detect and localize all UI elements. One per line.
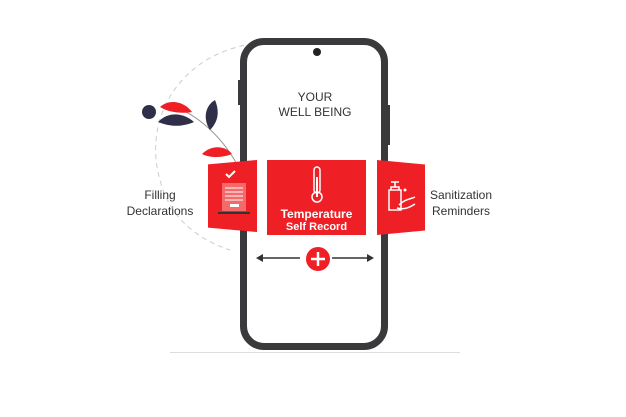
title-line2: WELL BEING [278, 105, 352, 119]
card-line1: Temperature [280, 207, 353, 221]
label-line2: Reminders [431, 204, 491, 218]
base-line [170, 352, 460, 353]
phone-side-button [238, 80, 241, 105]
sanitization-reminders-label: Sanitization Reminders [426, 187, 496, 219]
thermometer-icon [311, 166, 323, 203]
page-title: YOUR WELL BEING [265, 90, 365, 120]
sanitizer-hand-icon [388, 181, 416, 211]
temperature-self-record-card[interactable]: Temperature Self Record [267, 160, 366, 235]
arrow-right-icon[interactable] [332, 252, 376, 264]
phone-side-button [387, 105, 390, 145]
title-line1: YOUR [297, 90, 333, 104]
card-line2: Self Record [285, 221, 348, 233]
label-line2: Declarations [126, 204, 194, 218]
filling-declarations-card[interactable] [208, 160, 257, 232]
decorative-leaves [142, 41, 280, 251]
label-line1: Filling [144, 188, 176, 202]
camera-icon [313, 48, 321, 56]
filling-declarations-label: Filling Declarations [112, 187, 208, 219]
sanitization-reminders-card[interactable] [377, 160, 425, 235]
label-line1: Sanitization [429, 188, 493, 202]
arrow-left-icon[interactable] [256, 252, 302, 264]
leaf-dot [142, 105, 156, 119]
plus-icon[interactable] [305, 246, 331, 272]
declaration-form-icon [218, 170, 250, 214]
